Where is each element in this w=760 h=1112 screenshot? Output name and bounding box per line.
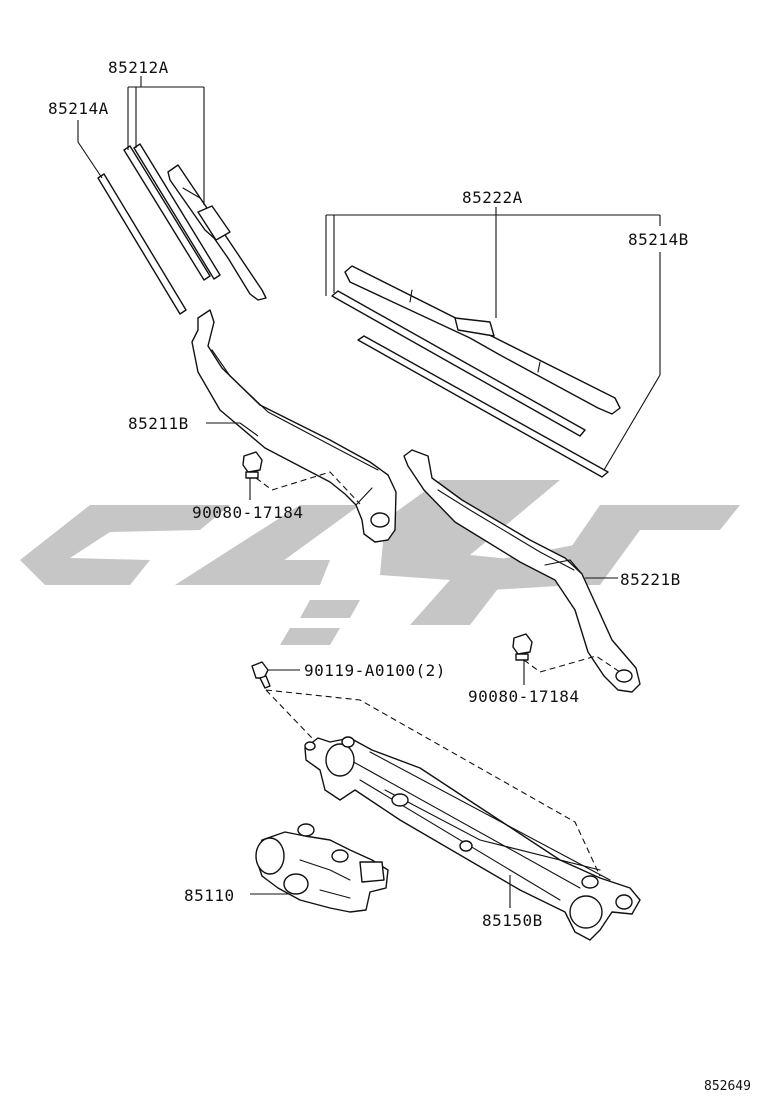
- label-85221B: 85221B: [620, 570, 681, 589]
- wiper-arm-85221B[interactable]: [403, 449, 641, 693]
- figure-number: 852649: [704, 1079, 751, 1094]
- label-85222A: 85222A: [462, 188, 523, 207]
- dash-nut-left: [255, 471, 361, 505]
- wiper-arm-85211B[interactable]: [191, 309, 397, 543]
- dash-nut-right: [523, 655, 621, 673]
- label-90080-left: 90080-17184: [192, 503, 303, 522]
- label-85214A: 85214A: [48, 99, 109, 118]
- nut-90080-right[interactable]: [512, 633, 533, 661]
- label-85212A: 85212A: [108, 58, 169, 77]
- leaders-upper-right: [325, 207, 661, 471]
- leaders-lower: [206, 422, 618, 908]
- label-90080-right: 90080-17184: [468, 687, 579, 706]
- label-85214B: 85214B: [628, 230, 689, 249]
- label-85150B: 85150B: [482, 911, 543, 930]
- blade-85222A[interactable]: [344, 265, 621, 415]
- blade-rubber-85214B[interactable]: [331, 290, 609, 478]
- blade-rubber-85214A[interactable]: [97, 143, 221, 315]
- label-85211B: 85211B: [128, 414, 189, 433]
- nut-90080-left[interactable]: [242, 451, 263, 479]
- blade-85212A[interactable]: [167, 164, 267, 301]
- watermark-logo: [20, 480, 740, 645]
- wiper-motor-85110[interactable]: [255, 823, 389, 913]
- label-90119: 90119-A0100(2): [304, 661, 446, 680]
- label-85110: 85110: [184, 886, 235, 905]
- wiper-link-85150B[interactable]: [304, 736, 641, 941]
- bolt-90119[interactable]: [251, 661, 271, 689]
- leaders-upper-left: [77, 76, 205, 205]
- dash-bolt: [265, 689, 601, 877]
